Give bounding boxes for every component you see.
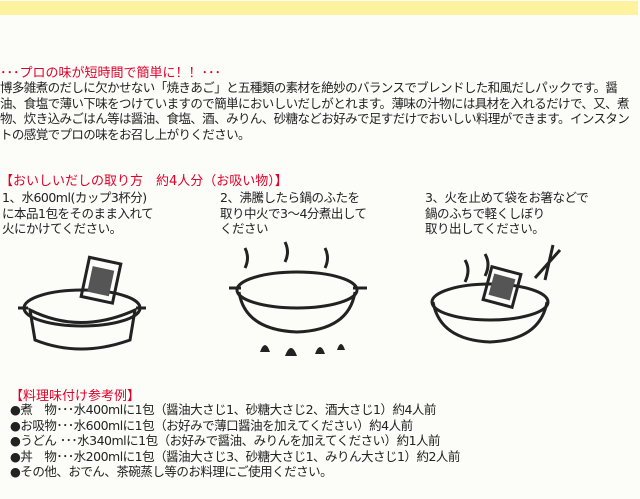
removing-packet-illustration: [430, 244, 562, 344]
intro-title: ･･･プロの味が短時間で簡単に！！･･･: [0, 66, 222, 81]
pot-with-packet-illustration: [18, 255, 146, 351]
boiling-pot-illustration: [229, 241, 367, 356]
intro-body: 博多雑煮のだしに欠かせない「焼きあご」と五種類の素材を絶妙のバランスでブレンドし…: [0, 80, 630, 142]
step-1-text: 1、水600ml(カップ3杯分) に本品1包をそのまま入れて 火にかけてください…: [2, 190, 154, 236]
reference-item: ●丼 物･･･水200mlに1包（醤油大さじ3、砂糖大さじ1、みりん大さじ1）約…: [10, 448, 460, 464]
reference-item: ●うどん ･･･水340mlに1包（お好みで醤油、みりんを加えてください）約1人…: [10, 433, 441, 448]
step-2-text: 2、沸騰したら鍋のふたを 取り中火で3～4分煮出して ください: [220, 190, 367, 236]
reference-list: ●煮 物･･･水400mlに1包（醤油大さじ1、砂糖大さじ2、酒大さじ1）約4人…: [10, 402, 460, 480]
method-title: 【おいしいだしの取り方 約4人分（お吸い物）】: [0, 174, 288, 189]
reference-item: ●その他、おでん、茶碗蒸し等のお料理にご使用ください。: [10, 464, 333, 479]
reference-item: ●お吸物･･･水600mlに1包（お好みで薄口醤油を加えてください）約4人前: [10, 417, 413, 433]
header-band: [0, 1, 638, 15]
reference-item: ●煮 物･･･水400mlに1包（醤油大さじ1、砂糖大さじ2、酒大さじ1）約4人…: [10, 402, 436, 417]
step-3-text: 3、火を止めて袋をお箸などで 鍋のふちで軽くしぼり 取り出してください。: [425, 190, 589, 236]
reference-title: 【料理味付け参考例】: [10, 389, 141, 404]
